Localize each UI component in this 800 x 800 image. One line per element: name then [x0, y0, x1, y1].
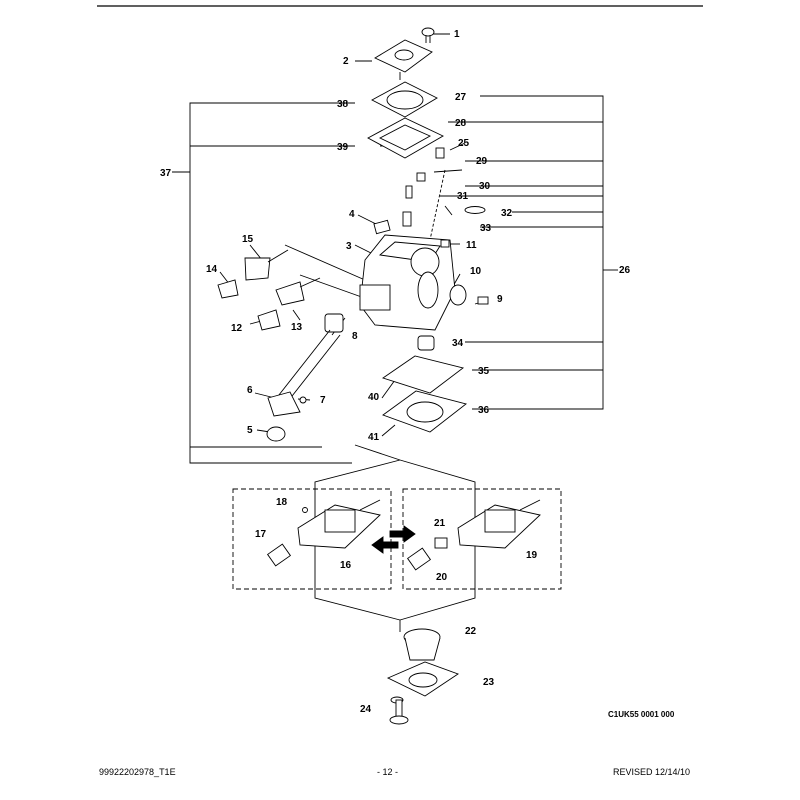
callout-20: 20 — [436, 572, 448, 583]
throttle-lever-parts — [266, 313, 344, 442]
callout-2: 2 — [343, 56, 349, 67]
callout-12: 12 — [231, 323, 243, 334]
callout-29: 29 — [476, 156, 488, 167]
callout-35: 35 — [478, 366, 490, 377]
callout-4: 4 — [349, 209, 355, 220]
adjusting-needles — [217, 249, 321, 331]
callout-40: 40 — [368, 392, 380, 403]
callout-39: 39 — [337, 142, 349, 153]
screw-part-1 — [421, 27, 435, 43]
callout-25: 25 — [458, 138, 470, 149]
gasket-part-28 — [367, 117, 444, 159]
callout-30: 30 — [479, 181, 491, 192]
callout-37: 37 — [160, 168, 172, 179]
callout-7: 7 — [320, 395, 326, 406]
throttle-plate-parts — [440, 239, 489, 306]
callout-18: 18 — [276, 497, 288, 508]
callout-27: 27 — [455, 92, 467, 103]
callout-26: 26 — [619, 265, 631, 276]
callout-32: 32 — [501, 208, 513, 219]
swap-arrows-icon — [371, 525, 416, 554]
callout-3: 3 — [346, 241, 352, 252]
callout-16: 16 — [340, 560, 352, 571]
revision-date: REVISED 12/14/10 — [613, 767, 691, 777]
callout-19: 19 — [526, 550, 538, 561]
callout-9: 9 — [497, 294, 503, 305]
plug-part-4 — [373, 219, 391, 235]
flange-gasket-part-23 — [386, 661, 459, 697]
callout-10: 10 — [470, 266, 482, 277]
callout-22: 22 — [465, 626, 477, 637]
callout-34: 34 — [452, 338, 464, 349]
callout-5: 5 — [247, 425, 253, 436]
alternate-configuration-boxes — [232, 488, 562, 590]
callout-15: 15 — [242, 234, 254, 245]
callout-8: 8 — [352, 331, 358, 342]
needle-valve-parts — [402, 147, 486, 227]
callout-labels: 1 2 3 4 5 6 7 8 9 10 11 12 13 14 15 16 1… — [160, 29, 675, 719]
callout-1: 1 — [454, 29, 460, 40]
callout-31: 31 — [457, 191, 469, 202]
callout-28: 28 — [455, 118, 467, 129]
diaphragm-part-27 — [371, 81, 438, 118]
filter-cup-part-22 — [403, 628, 441, 661]
callout-21: 21 — [434, 518, 446, 529]
document-id: 99922202978_T1E — [99, 767, 176, 777]
page-number: - 12 - — [377, 767, 399, 777]
bracket-lines — [172, 33, 618, 632]
callout-11: 11 — [466, 240, 477, 251]
pump-body-assembly-16 — [266, 499, 381, 567]
drawing-code: C1UK55 0001 000 — [608, 710, 675, 719]
callout-14: 14 — [206, 264, 218, 275]
callout-13: 13 — [291, 322, 303, 333]
screw-part-24 — [389, 696, 409, 725]
callout-6: 6 — [247, 385, 253, 396]
callout-36: 36 — [478, 405, 490, 416]
callout-24: 24 — [360, 704, 372, 715]
gasket-parts-35-36 — [381, 335, 467, 433]
callout-38: 38 — [337, 99, 349, 110]
carburetor-body-part-3 — [359, 234, 456, 331]
callout-23: 23 — [483, 677, 495, 688]
callout-41: 41 — [368, 432, 380, 443]
callout-17: 17 — [255, 529, 267, 540]
carburetor-parts — [217, 27, 541, 725]
callout-33: 33 — [480, 223, 492, 234]
pump-cover-part-2 — [374, 39, 433, 80]
pump-body-assembly-19 — [406, 499, 541, 571]
